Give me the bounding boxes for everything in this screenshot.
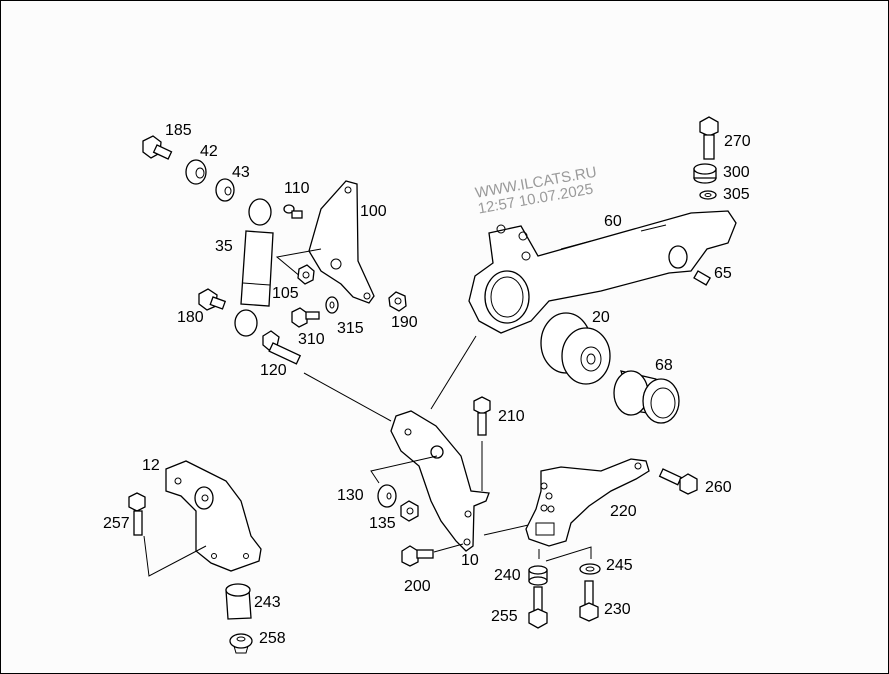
part-110-fitting[interactable]: [283, 204, 303, 219]
callout-60[interactable]: 60: [604, 213, 622, 230]
callout-20[interactable]: 20: [592, 309, 610, 326]
callout-243[interactable]: 243: [254, 594, 281, 611]
callout-230[interactable]: 230: [604, 601, 631, 618]
callout-257[interactable]: 257: [103, 515, 130, 532]
callout-180[interactable]: 180: [177, 309, 204, 326]
callout-305[interactable]: 305: [723, 186, 750, 203]
callout-42[interactable]: 42: [200, 143, 218, 160]
part-258-nut[interactable]: [229, 633, 253, 654]
part-68-sleeve[interactable]: [613, 370, 680, 424]
callout-300[interactable]: 300: [723, 164, 750, 181]
callout-68[interactable]: 68: [655, 357, 673, 374]
part-35-shock-absorber[interactable]: [234, 198, 274, 337]
callout-135[interactable]: 135: [369, 515, 396, 532]
part-43-bushing[interactable]: [215, 178, 235, 202]
callout-190[interactable]: 190: [391, 314, 418, 331]
callout-100[interactable]: 100: [360, 203, 387, 220]
part-243-sleeve[interactable]: [225, 583, 252, 620]
callout-210[interactable]: 210: [498, 408, 525, 425]
callout-200[interactable]: 200: [404, 578, 431, 595]
part-60-beam[interactable]: [468, 210, 737, 334]
part-10-bracket[interactable]: [370, 410, 547, 552]
callout-220[interactable]: 220: [610, 503, 637, 520]
callout-130[interactable]: 130: [337, 487, 364, 504]
part-240-spacer[interactable]: [528, 565, 548, 586]
part-310-bolt[interactable]: [291, 307, 320, 328]
part-257-bolt[interactable]: [128, 492, 207, 577]
part-135-nut[interactable]: [400, 500, 419, 522]
callout-110[interactable]: 110: [284, 180, 310, 197]
leader-line: [303, 372, 392, 422]
leader-line: [143, 535, 207, 577]
part-100-bracket[interactable]: [275, 180, 375, 304]
callout-12[interactable]: 12: [142, 457, 160, 474]
callout-240[interactable]: 240: [494, 567, 521, 584]
part-255-bolt[interactable]: [528, 586, 548, 629]
part-200-bolt[interactable]: [401, 543, 464, 567]
part-230-bolt[interactable]: [579, 580, 599, 622]
leader-line: [430, 335, 477, 410]
part-210-bolt[interactable]: [473, 396, 491, 491]
part-190-nut[interactable]: [388, 291, 407, 312]
part-42-bushing[interactable]: [185, 159, 207, 185]
callout-65[interactable]: 65: [714, 265, 732, 282]
callout-258[interactable]: 258: [259, 630, 286, 647]
part-12-bracket[interactable]: [165, 460, 262, 572]
part-120-pin[interactable]: [262, 330, 302, 365]
part-20-bushing[interactable]: [540, 312, 611, 385]
part-305-washer[interactable]: [699, 190, 717, 200]
part-185-bolt[interactable]: [142, 135, 173, 160]
part-260-bolt[interactable]: [658, 468, 698, 495]
part-315-washer[interactable]: [325, 296, 339, 314]
callout-270[interactable]: 270: [724, 133, 751, 150]
part-65-pin[interactable]: [693, 270, 712, 286]
leader-line: [545, 546, 592, 562]
callout-43[interactable]: 43: [232, 164, 250, 181]
callout-255[interactable]: 255: [491, 608, 518, 625]
callout-315[interactable]: 315: [337, 320, 364, 337]
callout-120[interactable]: 120: [260, 362, 287, 379]
callout-260[interactable]: 260: [705, 479, 732, 496]
part-130-washer[interactable]: [377, 484, 397, 508]
part-220-bracket[interactable]: [525, 458, 650, 547]
part-245-washer[interactable]: [579, 563, 601, 575]
callout-105[interactable]: 105: [272, 285, 299, 302]
part-300-spacer[interactable]: [693, 163, 717, 184]
callout-10[interactable]: 10: [461, 552, 479, 569]
callout-245[interactable]: 245: [606, 557, 633, 574]
part-270-bolt[interactable]: [699, 116, 719, 160]
callout-35[interactable]: 35: [215, 238, 233, 255]
callout-310[interactable]: 310: [298, 331, 325, 348]
part-105-nut[interactable]: [297, 264, 315, 285]
callout-185[interactable]: 185: [165, 122, 192, 139]
part-180-bolt[interactable]: [198, 288, 227, 311]
